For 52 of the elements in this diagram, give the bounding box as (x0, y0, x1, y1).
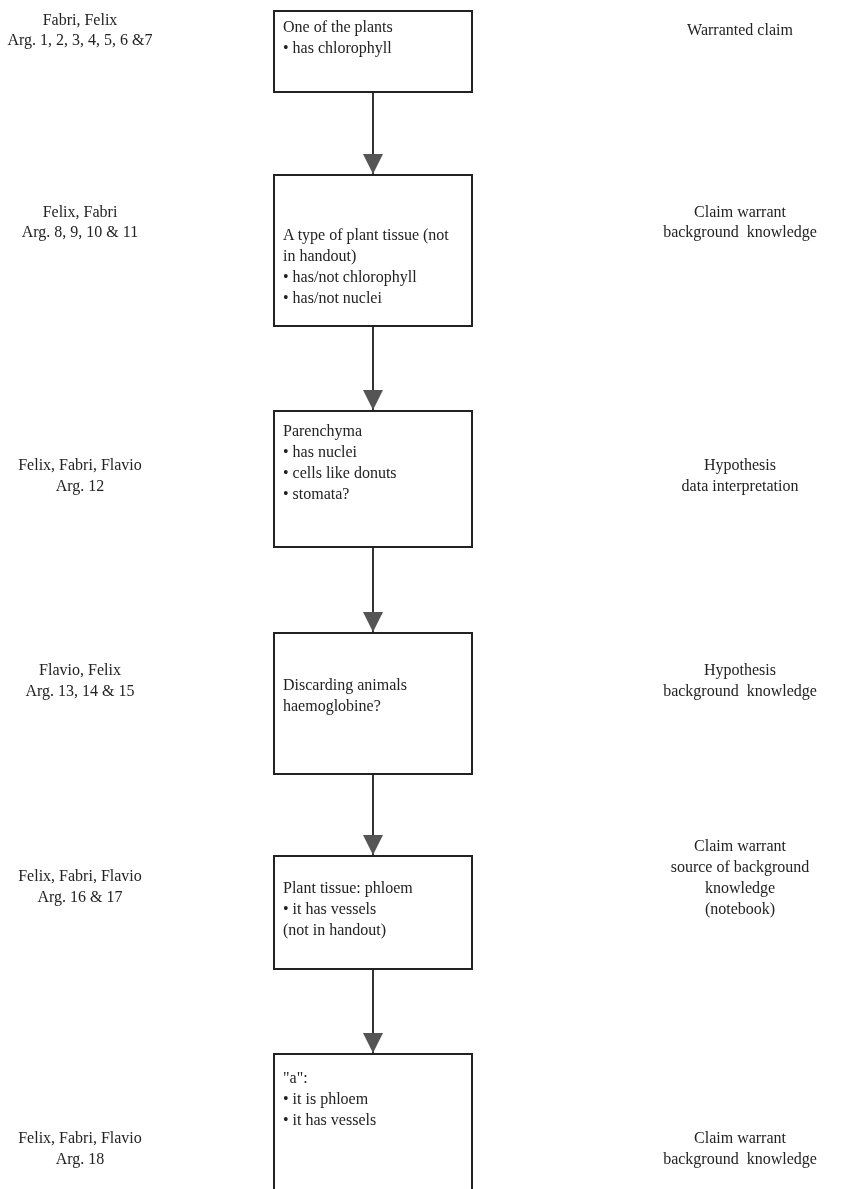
argument-type-label: Warranted claim (687, 20, 793, 40)
box-text: Discarding animals haemoglobine? (283, 675, 408, 716)
argument-type-label: knowledge (704, 878, 776, 898)
box-text: • has/not nuclei (283, 288, 383, 308)
box-text: "a": (283, 1068, 309, 1088)
participants-label: Felix, Fabri, Flavio (18, 455, 142, 475)
argument-type-label: background knowledge (663, 681, 817, 701)
box-text: • has nuclei (283, 442, 359, 462)
participants-label: Felix, Fabri, Flavio (18, 1128, 142, 1148)
participants-label: Fabri, Felix (42, 10, 118, 30)
argument-type-label: data interpretation (681, 476, 799, 496)
participants-label: Arg. 1, 2, 3, 4, 5, 6 &7 (7, 30, 153, 50)
argument-type-label: Claim warrant (694, 836, 786, 856)
box-text: • it is phloem (283, 1089, 370, 1109)
participants-label: Felix, Fabri (42, 202, 118, 222)
arrow (363, 969, 383, 1054)
process-box (273, 174, 473, 327)
box-text: Plant tissue: phloem (283, 878, 414, 898)
argument-type-label: Hypothesis (704, 455, 776, 475)
arrow (363, 326, 383, 411)
box-text: A type of plant tissue (not in handout) (283, 225, 450, 266)
process-box (273, 10, 473, 93)
process-box (273, 632, 473, 775)
arrow (363, 547, 383, 633)
box-text: • it has vessels (283, 899, 378, 919)
process-box (273, 1053, 473, 1189)
argument-type-label: Claim warrant (694, 1128, 786, 1148)
box-text: • has/not chlorophyll (283, 267, 418, 287)
argument-type-label: (notebook) (704, 899, 776, 919)
argument-type-label: Hypothesis (704, 660, 776, 680)
argument-type-label: background knowledge (663, 222, 817, 242)
participants-label: Flavio, Felix (39, 660, 121, 680)
argument-type-label: Claim warrant (694, 202, 786, 222)
process-box (273, 855, 473, 970)
box-text: • cells like donuts (283, 463, 398, 483)
box-text: (not in handout) (283, 920, 388, 940)
arrow (363, 774, 383, 856)
participants-label: Arg. 18 (55, 1149, 105, 1169)
box-text: One of the plants (283, 17, 394, 37)
participants-label: Arg. 16 & 17 (37, 887, 123, 907)
participants-label: Felix, Fabri, Flavio (18, 866, 142, 886)
box-text: • it has vessels (283, 1110, 378, 1130)
box-text: Parenchyma (283, 421, 364, 441)
box-text: • stomata? (283, 484, 351, 504)
participants-label: Arg. 12 (55, 476, 105, 496)
argument-type-label: background knowledge (663, 1149, 817, 1169)
participants-label: Arg. 8, 9, 10 & 11 (21, 222, 139, 242)
arrow (363, 92, 383, 175)
argument-type-label: source of background (670, 857, 810, 877)
box-text: • has chlorophyll (283, 38, 393, 58)
process-box (273, 410, 473, 548)
participants-label: Arg. 13, 14 & 15 (25, 681, 135, 701)
